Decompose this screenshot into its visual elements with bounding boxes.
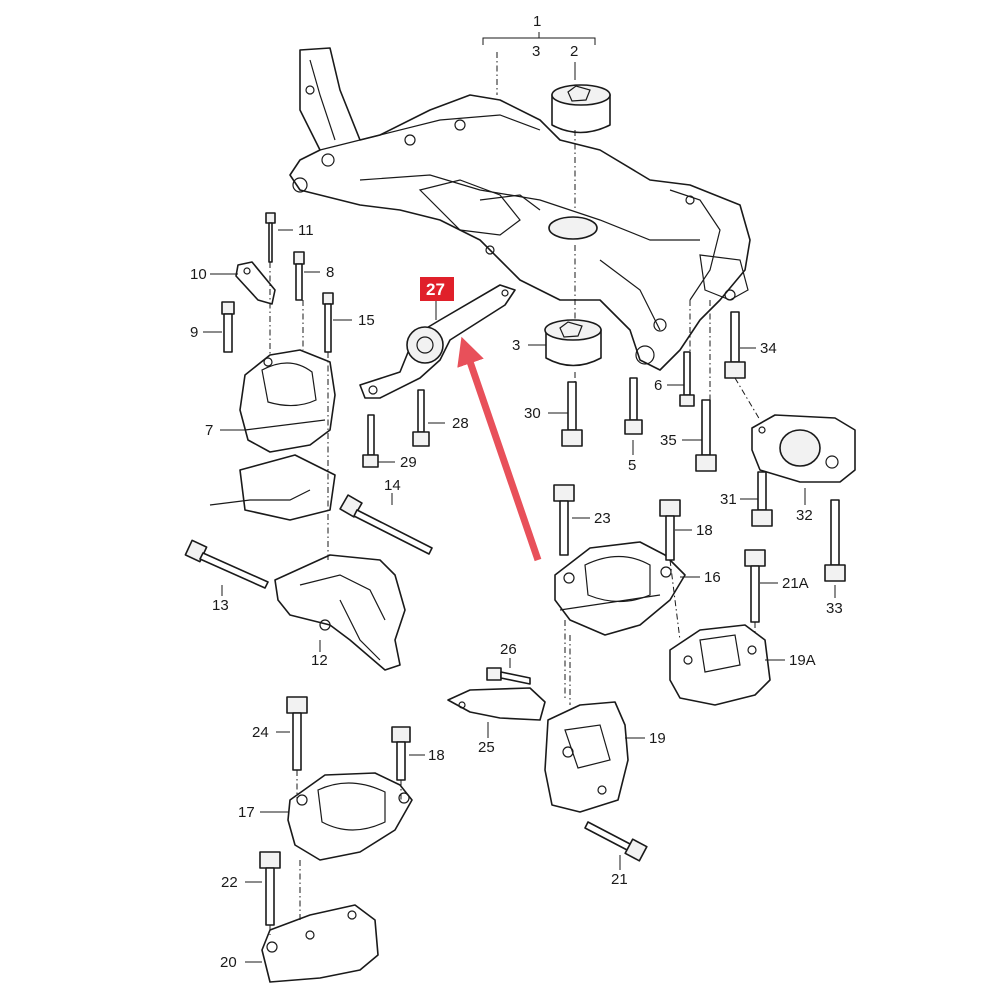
bolt-13 [184,539,269,589]
label-21: 21 [611,871,628,888]
label-21a: 21A [782,575,809,592]
label-3-top: 3 [532,43,540,60]
bolt-29 [362,414,379,468]
bolt-14 [339,494,433,555]
label-34: 34 [760,340,777,357]
label-3-lower: 3 [512,337,520,354]
label-27: 27 [426,280,445,299]
mount-bracket-12 [274,554,406,671]
label-18-upper: 18 [696,522,713,539]
bolt-18-upper [659,499,681,561]
label-31: 31 [720,491,737,508]
engine-mount-7 [239,349,336,453]
bolt-26 [486,667,531,685]
bolt-21 [584,821,648,862]
bolt-30 [561,381,583,447]
label-8: 8 [326,264,334,281]
bolt-8 [293,251,305,301]
label-17: 17 [238,804,255,821]
label-18-lower: 18 [428,747,445,764]
label-22: 22 [221,874,238,891]
label-23: 23 [594,510,611,527]
bracket-10 [235,261,276,305]
bolt-31 [751,471,773,527]
bolt-9 [221,301,235,353]
bolt-6 [679,351,695,407]
label-19a: 19A [789,652,816,669]
bolt-11 [265,212,276,263]
part-27-badge [420,277,454,301]
bushing-socket [548,216,598,240]
engine-mount-16 [554,541,686,636]
label-33: 33 [826,600,843,617]
label-9: 9 [190,324,198,341]
label-19: 19 [649,730,666,747]
label-32: 32 [796,507,813,524]
bolt-33 [824,499,846,582]
bolt-5 [624,377,643,435]
label-14: 14 [384,477,401,494]
label-28: 28 [452,415,469,432]
bushing-3 [544,319,602,367]
bolt-35 [695,399,717,472]
label-30: 30 [524,405,541,422]
label-12: 12 [311,652,328,669]
label-11: 11 [298,222,314,239]
bushing-2 [551,84,611,134]
bolt-23 [553,484,575,556]
bracket-20 [261,904,379,983]
mount-32 [751,414,856,483]
label-7: 7 [205,422,213,439]
bolt-28 [412,389,430,447]
mount-19 [544,701,629,813]
label-25: 25 [478,739,495,756]
torque-arm-27 [359,284,516,399]
label-29: 29 [400,454,417,471]
label-15: 15 [358,312,375,329]
engine-mount-17 [287,772,413,861]
label-24: 24 [252,724,269,741]
label-5: 5 [628,457,636,474]
bracket-25 [447,687,546,721]
label-20: 20 [220,954,237,971]
bolt-24 [286,696,308,771]
bolt-22 [259,851,281,926]
bolt-34 [724,311,746,379]
bolt-15 [322,292,334,353]
label-2: 2 [570,43,578,60]
label-35: 35 [660,432,677,449]
label-10: 10 [190,266,207,283]
subframe [289,47,751,371]
label-26: 26 [500,641,517,658]
label-13: 13 [212,597,229,614]
bolt-18-lower [391,726,411,781]
highlight-arrow [457,336,542,562]
bolt-21a [744,549,766,623]
label-1: 1 [533,13,541,30]
bracket-lower-left [209,454,336,521]
mount-19a [669,624,771,706]
label-16: 16 [704,569,721,586]
label-6: 6 [654,377,662,394]
